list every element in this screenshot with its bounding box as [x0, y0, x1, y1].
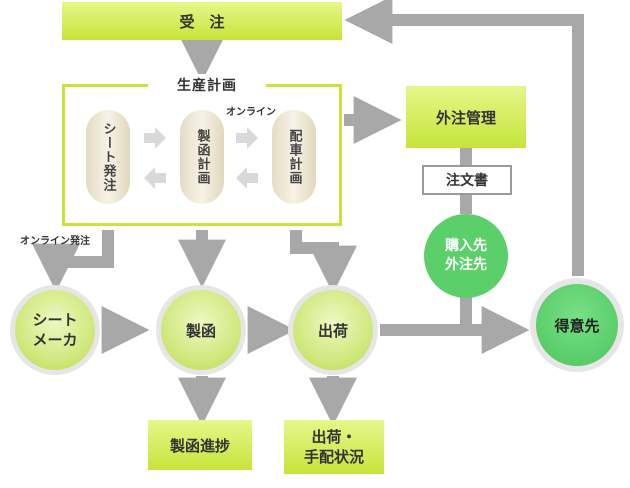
shipping-status-line2: 手配状況 [303, 448, 364, 466]
purchase-order-label: 注文書 [446, 173, 488, 189]
online-order-label: オンライン発注 [20, 236, 90, 247]
box-making-label: 製函 [185, 321, 216, 340]
pill-box-plan: 製函計画 [180, 110, 224, 204]
sheet-maker-line1: シート [32, 310, 78, 329]
outsource-mgmt-label: 外注管理 [435, 108, 496, 127]
pill-dispatch-plan: 配車計画 [272, 110, 316, 204]
box-progress-box: 製函進捗 [148, 420, 252, 470]
production-plan-title: 生産計画 [148, 74, 266, 96]
order-box: 受 注 [62, 2, 342, 40]
box-making-circle: 製函 [156, 285, 246, 375]
shipping-status-line1: 出荷・ [311, 427, 357, 446]
box-progress-label: 製函進捗 [169, 436, 230, 455]
pill-sheet-order: シート発注 [86, 110, 130, 204]
inner-arrow-right-1 [144, 127, 166, 149]
purchase-order-box: 注文書 [422, 165, 512, 195]
order-label: 受 注 [179, 12, 225, 31]
online-label: オンライン [226, 107, 276, 118]
supplier-line1: 購入先 [445, 238, 487, 255]
pill-dispatch-plan-label: 配車計画 [286, 129, 302, 185]
inner-arrow-right-2 [236, 127, 258, 149]
inner-arrow-left-1 [144, 167, 166, 189]
pill-box-plan-label: 製函計画 [194, 129, 210, 185]
outsource-mgmt-box: 外注管理 [406, 86, 526, 148]
pill-sheet-order-label: シート発注 [100, 122, 116, 192]
sheet-maker-line2: メーカ [32, 331, 78, 349]
shipping-label: 出荷 [317, 321, 348, 340]
customer-label: 得意先 [554, 316, 600, 335]
inner-arrow-left-2 [236, 167, 258, 189]
sheet-maker-circle: シート メーカ [10, 285, 100, 375]
shipping-status-box: 出荷・ 手配状況 [284, 420, 384, 474]
customer-circle: 得意先 [530, 278, 624, 372]
arrow-plan-to-sheetmaker [32, 230, 114, 292]
arrow-customer-to-order [344, 0, 584, 276]
arrow-plan-to-shipping [290, 230, 357, 294]
shipping-circle: 出荷 [288, 285, 378, 375]
supplier-circle: 購入先 外注先 [424, 214, 508, 298]
supplier-line2: 外注先 [445, 257, 487, 273]
